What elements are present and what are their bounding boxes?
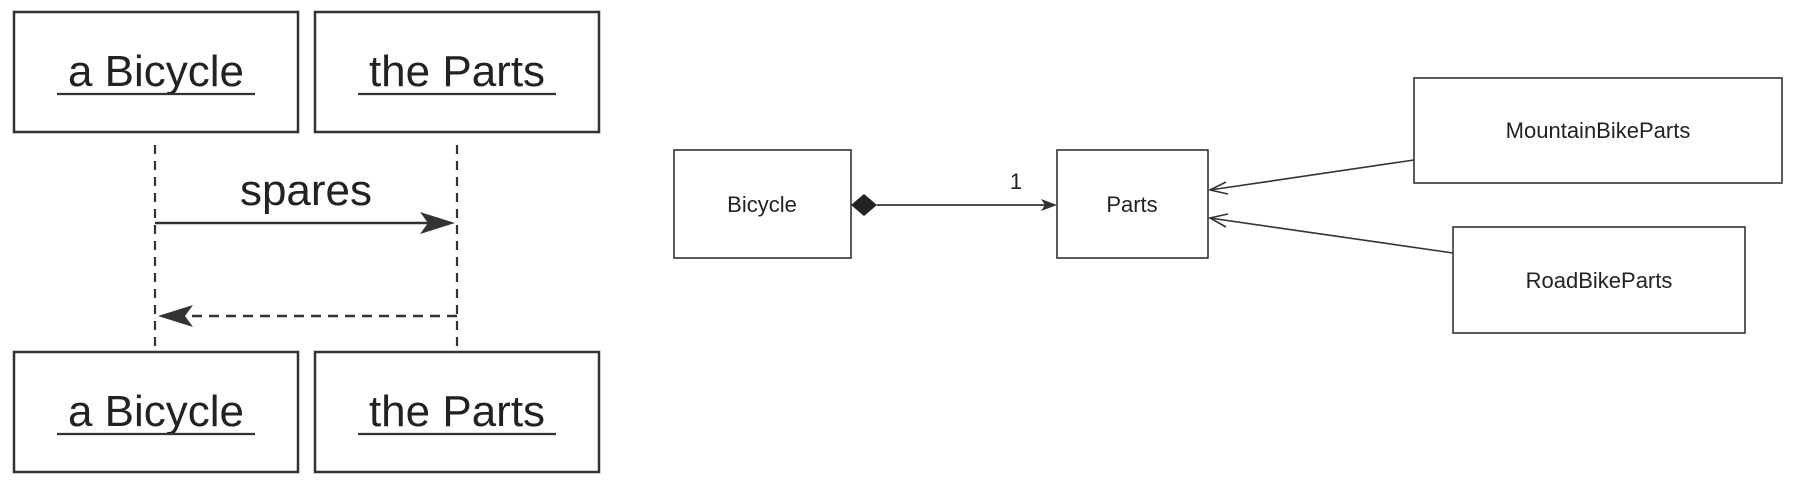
generalization-mountain-line (1209, 159, 1415, 191)
class-road-bike-parts-label: RoadBikeParts (1526, 268, 1673, 293)
class-mountain-bike-parts (1413, 77, 1783, 184)
return-arrowhead (158, 305, 193, 327)
composition-diamond (851, 194, 877, 216)
generalization-road-line (1209, 217, 1454, 254)
message-spares-label: spares (240, 166, 372, 215)
participant-a-bicycle-top-label: a Bicycle (68, 47, 244, 96)
participant-the-parts-bottom-label: the Parts (369, 387, 545, 436)
class-parts-label: Parts (1106, 192, 1157, 217)
participant-the-parts-top (313, 10, 601, 134)
participant-a-bicycle-bottom (12, 350, 300, 474)
composition-arrowhead (1041, 199, 1057, 211)
participant-a-bicycle-bottom-label: a Bicycle (68, 387, 244, 436)
participant-the-parts-top-label: the Parts (369, 47, 545, 96)
message-spares-arrowhead (420, 212, 455, 234)
participant-the-parts-bottom (313, 350, 601, 474)
class-mountain-bike-parts-label: MountainBikeParts (1506, 118, 1691, 143)
generalization-mountain-arrowhead (1207, 181, 1229, 195)
participant-a-bicycle-top (12, 10, 300, 134)
sequence-diagram: a Bicycle the Parts spares a Bicycle the… (12, 10, 601, 474)
class-diagram: Bicycle 1 Parts MountainBikeParts RoadBi… (673, 77, 1783, 334)
multiplicity-label: 1 (1010, 169, 1022, 194)
class-road-bike-parts (1452, 226, 1746, 334)
generalization-road-arrowhead (1207, 213, 1229, 228)
class-bicycle (673, 149, 852, 259)
class-bicycle-label: Bicycle (727, 192, 797, 217)
class-parts (1056, 149, 1209, 259)
